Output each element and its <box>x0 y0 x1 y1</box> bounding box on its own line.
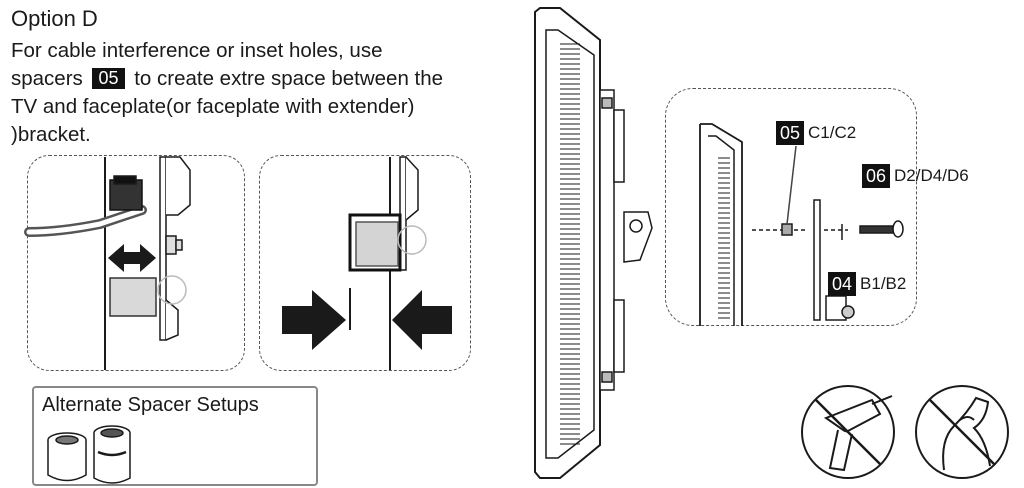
spacer-part-tag: 05 <box>92 68 125 89</box>
alternate-spacer-title: Alternate Spacer Setups <box>42 394 259 416</box>
instruction-text: For cable interference or inset holes, u… <box>11 37 551 149</box>
callout-screw-number: 06 <box>862 164 891 188</box>
callout-bracket: 04 B1/B2 <box>828 272 906 296</box>
callout-spacer-label: C1/C2 <box>808 123 857 142</box>
instruction-line-2-start: spacers <box>11 67 83 90</box>
callout-bracket-label: B1/B2 <box>860 274 907 293</box>
cable-interference-panel <box>27 155 245 371</box>
alternate-spacer-drawings <box>47 425 131 484</box>
instruction-line-2: spacers 05 to create extre space between… <box>11 65 551 93</box>
tv-side-view <box>534 7 653 479</box>
instruction-line-1: For cable interference or inset holes, u… <box>11 39 383 62</box>
exploded-view-panel <box>665 88 917 326</box>
callout-spacer-number: 05 <box>776 121 805 145</box>
no-power-drill-icon <box>801 385 895 479</box>
inset-holes-panel <box>259 155 471 371</box>
instruction-line-2-end: to create extre space between the <box>134 67 444 90</box>
option-title: Option D <box>11 6 98 31</box>
callout-screw-label: D2/D4/D6 <box>894 166 969 185</box>
exploded-view-diagram <box>699 123 904 326</box>
cable-interference-diagram <box>24 156 191 370</box>
alternate-spacer-box: Alternate Spacer Setups <box>32 386 318 486</box>
no-overtighten-icon <box>915 385 1009 479</box>
callout-bracket-number: 04 <box>828 272 857 296</box>
callout-spacer: 05 C1/C2 <box>776 121 856 145</box>
instruction-line-4: )bracket. <box>11 123 91 146</box>
callout-screw: 06 D2/D4/D6 <box>862 164 969 188</box>
inset-holes-diagram <box>282 156 452 370</box>
instruction-line-3: TV and faceplate(or faceplate with exten… <box>11 95 415 118</box>
